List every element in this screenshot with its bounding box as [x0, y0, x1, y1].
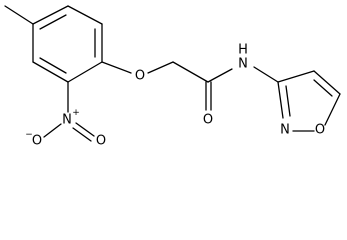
amide-hydrogen-label: H — [238, 43, 248, 58]
isoxazole-nitrogen-label: N — [280, 123, 290, 138]
nitro-oxygen-charge: − — [25, 130, 33, 140]
amide-nitrogen-label: N — [238, 57, 248, 72]
nitro-oxygen-double-label: O — [96, 134, 106, 149]
structure-diagram: O O N H N O N + O − O — [4, 5, 341, 149]
isoxazole-ring — [277, 70, 341, 132]
nitro-double-bond-a — [75, 122, 95, 137]
methyl-bond — [4, 5, 34, 25]
nitro-nitrogen-label: N — [62, 113, 72, 128]
nitro-double-bond-b — [72, 127, 92, 142]
benzene-ring — [32, 5, 103, 83]
nitrogen-to-isoxazole-bond — [253, 66, 279, 83]
isoxazole-oxygen-label: O — [315, 123, 325, 138]
ring-to-ether-bond — [101, 61, 132, 74]
molecule-drawing: O O N H N O N + O − O — [4, 5, 341, 149]
carbonyl-to-nitrogen-bond — [207, 68, 233, 83]
ether-to-methylene-bond — [147, 61, 174, 74]
nitro-nitrogen-charge: + — [72, 108, 80, 118]
carbonyl-oxygen-label: O — [203, 113, 213, 128]
ether-oxygen-label: O — [135, 69, 145, 84]
methylene-to-carbonyl-bond — [172, 61, 209, 83]
nitro-single-bond — [43, 123, 62, 138]
nitro-oxygen-single-label: O — [32, 134, 42, 149]
